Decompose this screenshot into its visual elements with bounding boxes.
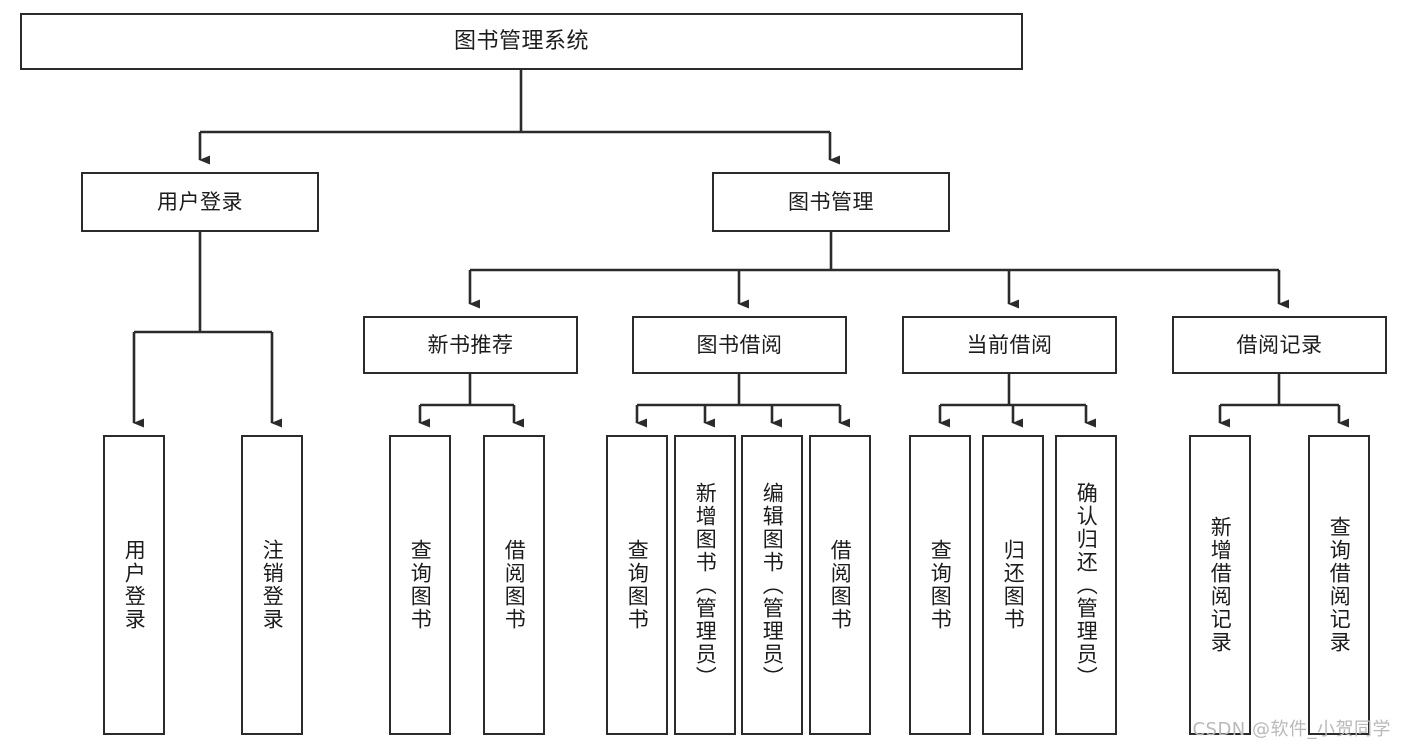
node-leaf-query-book-2[interactable]: 查询图书 (606, 435, 668, 735)
node-leaf-add-record-label: 新增借阅记录 (1208, 516, 1233, 654)
node-leaf-logout-label: 注销登录 (260, 539, 285, 631)
node-book-manage-label: 图书管理 (788, 189, 874, 214)
node-leaf-query-book-1-label: 查询图书 (408, 539, 433, 631)
node-leaf-confirm-return-label: 确认归还（管理员） (1074, 481, 1099, 689)
node-book-borrow-label: 图书借阅 (696, 332, 783, 357)
node-current-borrow-label: 当前借阅 (966, 332, 1053, 357)
node-borrow-record[interactable]: 借阅记录 (1172, 316, 1387, 374)
node-root-label: 图书管理系统 (453, 28, 589, 54)
node-leaf-edit-book-label: 编辑图书（管理员） (760, 481, 785, 689)
node-leaf-query-book-3[interactable]: 查询图书 (909, 435, 971, 735)
node-user-login[interactable]: 用户登录 (81, 172, 319, 232)
node-user-login-label: 用户登录 (157, 189, 243, 214)
node-borrow-record-label: 借阅记录 (1236, 332, 1323, 357)
node-leaf-borrow-book-1-label: 借阅图书 (502, 539, 527, 631)
node-leaf-add-book[interactable]: 新增图书（管理员） (674, 435, 736, 735)
node-leaf-return-book[interactable]: 归还图书 (982, 435, 1044, 735)
node-book-borrow[interactable]: 图书借阅 (632, 316, 847, 374)
node-leaf-add-book-label: 新增图书（管理员） (693, 481, 718, 689)
node-leaf-query-book-3-label: 查询图书 (928, 539, 953, 631)
node-leaf-borrow-book-2-label: 借阅图书 (828, 539, 853, 631)
node-root[interactable]: 图书管理系统 (20, 13, 1023, 70)
node-leaf-add-record[interactable]: 新增借阅记录 (1189, 435, 1251, 735)
node-leaf-query-record[interactable]: 查询借阅记录 (1308, 435, 1370, 735)
node-leaf-confirm-return[interactable]: 确认归还（管理员） (1055, 435, 1117, 735)
node-leaf-user-login[interactable]: 用户登录 (103, 435, 165, 735)
node-leaf-borrow-book-1[interactable]: 借阅图书 (483, 435, 545, 735)
node-leaf-borrow-book-2[interactable]: 借阅图书 (809, 435, 871, 735)
node-new-book-recommend[interactable]: 新书推荐 (363, 316, 578, 374)
node-leaf-query-book-1[interactable]: 查询图书 (389, 435, 451, 735)
csdn-watermark: CSDN @软件_小贺同学 (1192, 719, 1391, 740)
node-leaf-logout[interactable]: 注销登录 (241, 435, 303, 735)
node-leaf-query-book-2-label: 查询图书 (625, 539, 650, 631)
node-leaf-edit-book[interactable]: 编辑图书（管理员） (741, 435, 803, 735)
node-book-manage[interactable]: 图书管理 (712, 172, 950, 232)
node-new-book-recommend-label: 新书推荐 (427, 332, 514, 357)
node-leaf-user-login-label: 用户登录 (122, 539, 147, 631)
node-leaf-return-book-label: 归还图书 (1001, 539, 1026, 631)
node-current-borrow[interactable]: 当前借阅 (902, 316, 1117, 374)
node-leaf-query-record-label: 查询借阅记录 (1327, 516, 1352, 654)
